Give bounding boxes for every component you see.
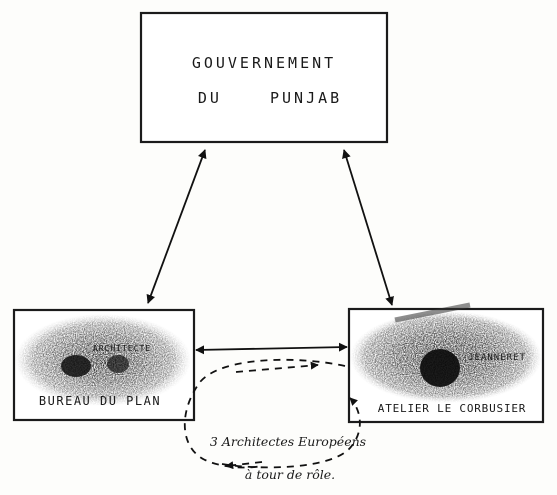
bureau-charcoal-shading	[15, 314, 191, 406]
rotation-dashed-loop-left	[183, 358, 346, 469]
rotation-dashed-loop-right	[221, 397, 361, 469]
rotation-dashed-arrow-top	[235, 361, 319, 373]
note-line2: à tour de rôle.	[245, 467, 335, 482]
bureau-dark-spot	[61, 355, 91, 377]
rotation-dashed-arrow-bottom	[225, 461, 263, 470]
bureau-dark-spot	[107, 355, 129, 373]
government-bureau-arrow	[146, 149, 207, 304]
bureau-sublabel: ARCHITECTE	[93, 344, 151, 353]
atelier-label: ATELIER LE CORBUSIER	[378, 402, 526, 415]
government-label-line1: GOUVERNEMENT	[192, 54, 336, 72]
government-frame	[139, 11, 389, 144]
atelier-sublabel: JEANNERET	[468, 353, 526, 363]
atelier-le-corbusier-box: JEANNERET ATELIER LE CORBUSIER	[347, 302, 545, 424]
government-atelier-arrow	[342, 149, 394, 306]
bureau-atelier-arrow	[195, 342, 348, 355]
atelier-shading-stroke	[394, 302, 471, 323]
bureau-label: BUREAU DU PLAN	[39, 394, 161, 408]
atelier-dark-spot	[420, 349, 460, 387]
note-line1: 3 Architectes Européens	[210, 434, 366, 449]
bureau-du-plan-box: ARCHITECTE BUREAU DU PLAN	[12, 308, 196, 422]
government-label-line2: DU PUNJAB	[198, 89, 342, 107]
government-box: GOUVERNEMENT DU PUNJAB	[139, 11, 389, 144]
